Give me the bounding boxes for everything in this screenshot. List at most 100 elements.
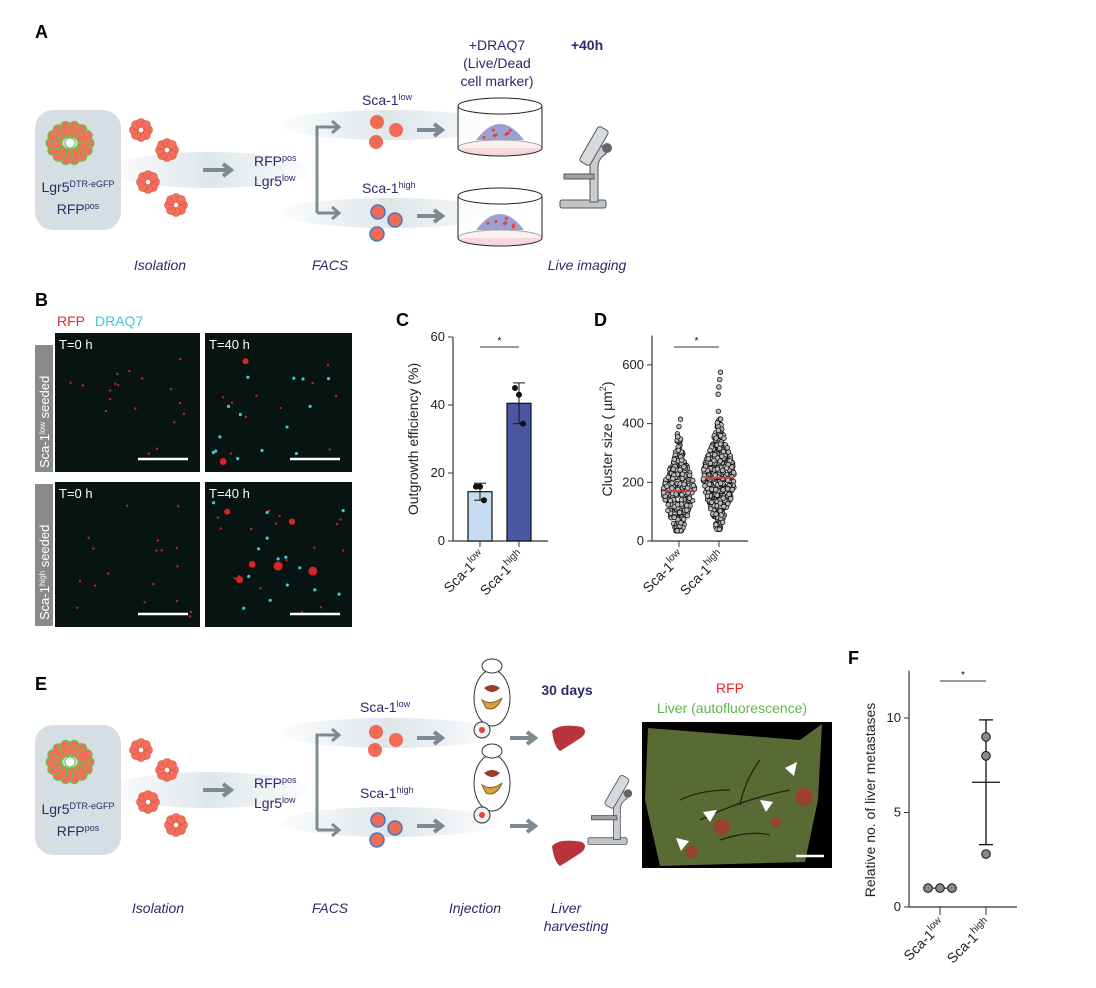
sca1-low-label: Sca-1low — [360, 699, 411, 715]
data-point — [681, 516, 687, 523]
rfp-cell — [334, 395, 338, 398]
data-point — [681, 464, 687, 470]
micrograph-background — [205, 482, 352, 627]
organoid-lobe — [167, 760, 177, 770]
y-label-text: Cluster size ( µm — [599, 391, 615, 496]
data-point — [512, 385, 518, 391]
rfp-cell — [274, 522, 278, 525]
x-category-label: Sca-1high — [943, 915, 994, 966]
legend-draq7: DRAQ7 — [95, 313, 143, 329]
data-point — [684, 507, 690, 513]
data-point — [717, 480, 724, 487]
y-label-end: ) — [599, 382, 615, 387]
timepoint-label: T=0 h — [59, 337, 93, 352]
organoid-lumen — [139, 748, 143, 752]
dissociated-organoids-icon — [129, 738, 188, 837]
data-point — [724, 486, 731, 492]
data-point — [718, 512, 724, 518]
data-point — [707, 460, 714, 466]
data-point — [676, 509, 683, 516]
flow-beam — [280, 198, 500, 228]
data-point — [481, 497, 487, 504]
data-point — [713, 486, 719, 493]
rfp-cell — [308, 566, 318, 576]
step-liver: Liver — [551, 900, 583, 916]
liver-vessels — [679, 759, 791, 841]
sca1-low-label: Sca-1low — [362, 92, 413, 108]
data-point — [678, 520, 684, 526]
data-point — [716, 384, 722, 390]
arrowhead-icons — [676, 762, 797, 851]
mouse-body — [473, 669, 511, 727]
micrograph-2: T=0 h — [55, 482, 200, 627]
data-point — [717, 500, 723, 506]
data-point — [665, 507, 671, 514]
legend-liver: Liver (autofluorescence) — [657, 700, 807, 716]
draq7-label-3: cell marker) — [460, 73, 533, 89]
sca1-low-cells-icon — [369, 115, 403, 149]
panel-a: A Lgr5DTR-eGFP RFPpos RFPpos Lgr5low Sca… — [35, 22, 627, 273]
rfp-cell — [236, 576, 243, 584]
rfp-cell — [311, 381, 314, 385]
rfp-cell — [76, 606, 79, 609]
x-category-label: Sca-1high — [676, 547, 727, 598]
data-point — [705, 456, 712, 462]
cell-dot — [482, 135, 486, 139]
data-point — [712, 472, 718, 478]
mouse-injection-icon — [473, 743, 511, 824]
draq7-cell — [301, 377, 305, 381]
rfp-cell — [134, 407, 137, 410]
data-point — [669, 485, 675, 491]
data-point — [713, 511, 719, 517]
rfp-cell — [273, 561, 283, 571]
flow-beam — [280, 110, 500, 140]
organoid-lobe — [176, 195, 186, 205]
panel-e: E Lgr5DTR-eGFP RFPpos RFPpos Lgr5low Sca… — [35, 658, 832, 934]
draq7-cell — [265, 510, 269, 515]
draq7-cell — [298, 566, 302, 570]
scope-tube — [579, 126, 609, 166]
data-point — [684, 512, 691, 519]
draq7-cell — [292, 376, 296, 380]
data-point — [670, 475, 676, 482]
sca1-low-cells-icon — [368, 725, 403, 757]
rfp-cell — [173, 421, 176, 424]
draq7-cell — [246, 375, 250, 379]
data-point — [715, 427, 722, 434]
arrow-icon — [417, 122, 446, 138]
rfp-cell — [335, 522, 339, 526]
y-tick-label: 40 — [431, 397, 445, 412]
rfp-cell — [155, 447, 159, 450]
micrograph-1: T=40 h — [205, 333, 352, 472]
rfp-cell — [339, 518, 342, 521]
legend-rfp: RFP — [716, 680, 744, 696]
panel-label-d: D — [594, 310, 607, 330]
rfp-cell — [81, 384, 84, 387]
data-point — [674, 501, 681, 508]
mouse-liver — [484, 685, 500, 692]
step-isolation: Isolation — [132, 900, 184, 916]
injected-cells — [479, 812, 485, 818]
time-label: 30 days — [541, 682, 593, 698]
rfp-cell — [92, 547, 95, 550]
data-point — [708, 499, 715, 506]
organoid-lobe — [141, 120, 151, 130]
mouse-liver — [484, 770, 500, 777]
data-point — [681, 481, 687, 487]
micrograph-background — [55, 333, 200, 472]
draq7-cell — [285, 583, 289, 587]
data-point — [947, 883, 957, 893]
injected-cells — [479, 727, 485, 733]
organoid-label-lgr5: Lgr5DTR-eGFP — [41, 801, 114, 817]
data-point — [664, 483, 670, 489]
data-point — [516, 391, 522, 398]
rfp-cell — [147, 452, 150, 455]
organoid-lumen — [64, 756, 76, 768]
flow-beam — [280, 718, 500, 748]
significance-star: * — [498, 336, 502, 347]
draq7-cell — [337, 592, 341, 596]
data-point — [677, 467, 683, 473]
data-point — [717, 433, 724, 439]
